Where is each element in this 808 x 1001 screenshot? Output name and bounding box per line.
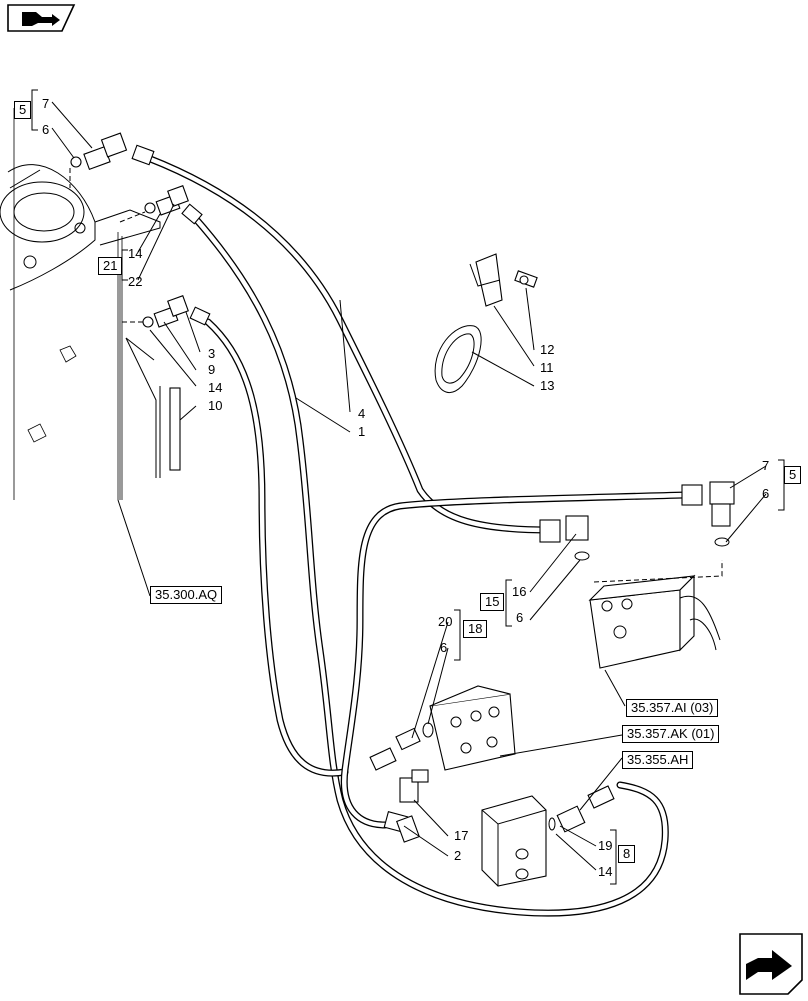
callout-6-mid: 6 — [516, 610, 523, 625]
callout-box-18[interactable]: 18 — [463, 620, 488, 638]
callout-10: 10 — [208, 398, 222, 413]
fitting-elbow-top — [70, 132, 155, 170]
callout-box-15[interactable]: 15 — [480, 593, 505, 611]
callout-3: 3 — [208, 346, 215, 361]
callout-7-top: 7 — [42, 96, 49, 111]
valve-block-ak — [369, 685, 516, 771]
callout-16: 16 — [512, 584, 526, 599]
callout-box-21[interactable]: 21 — [98, 257, 123, 275]
callout-12: 12 — [540, 342, 554, 357]
hose-4 — [144, 154, 554, 534]
reference-link-35-357-ak[interactable]: 35.357.AK (01) — [622, 725, 720, 743]
reference-link-35-357-ai[interactable]: 35.357.AI (03) — [626, 699, 719, 717]
callout-1: 1 — [358, 424, 365, 439]
hose-1 — [191, 214, 669, 917]
callout-9: 9 — [208, 362, 215, 377]
fitting-right-mid — [539, 515, 590, 561]
hose-3 — [204, 318, 349, 777]
previous-page-button[interactable] — [6, 3, 76, 33]
tee-fitting-17 — [383, 769, 429, 843]
callout-box-5-right[interactable]: 5 — [784, 466, 802, 484]
fitting-elbow-middle — [144, 185, 203, 225]
callout-11: 11 — [540, 360, 554, 375]
callout-box-5-top[interactable]: 5 — [14, 101, 32, 119]
callout-7-right: 7 — [762, 458, 769, 473]
callout-6-left: 6 — [440, 640, 447, 655]
callout-22: 22 — [128, 274, 142, 289]
reference-link-35-355-ah[interactable]: 35.355.AH — [622, 751, 694, 769]
strip-10 — [125, 337, 181, 478]
callout-box-8[interactable]: 8 — [618, 845, 636, 863]
bracket-11 — [469, 253, 538, 307]
tank-assembly — [0, 107, 161, 500]
callout-20: 20 — [438, 614, 452, 629]
callout-13: 13 — [540, 378, 554, 393]
reference-link-35-300-aq[interactable]: 35.300.AQ — [150, 586, 223, 604]
previous-page-arrow-icon — [7, 4, 76, 32]
callout-14-upper: 14 — [128, 246, 142, 261]
callout-6-right: 6 — [762, 486, 769, 501]
valve-block-ah — [481, 785, 615, 887]
next-page-arrow-icon — [739, 933, 803, 995]
fitting-right-upper — [681, 481, 735, 547]
hose-return — [340, 491, 689, 829]
next-page-button[interactable] — [738, 932, 804, 996]
callout-4: 4 — [358, 406, 365, 421]
callout-6-top: 6 — [42, 122, 49, 137]
fitting-elbow-lower — [142, 295, 211, 328]
callout-14-mid: 14 — [208, 380, 222, 395]
valve-block-ai — [588, 560, 723, 669]
clamp-13 — [434, 325, 482, 394]
callout-2: 2 — [454, 848, 461, 863]
callout-14-low: 14 — [598, 864, 612, 879]
callout-17: 17 — [454, 828, 468, 843]
callout-19: 19 — [598, 838, 612, 853]
